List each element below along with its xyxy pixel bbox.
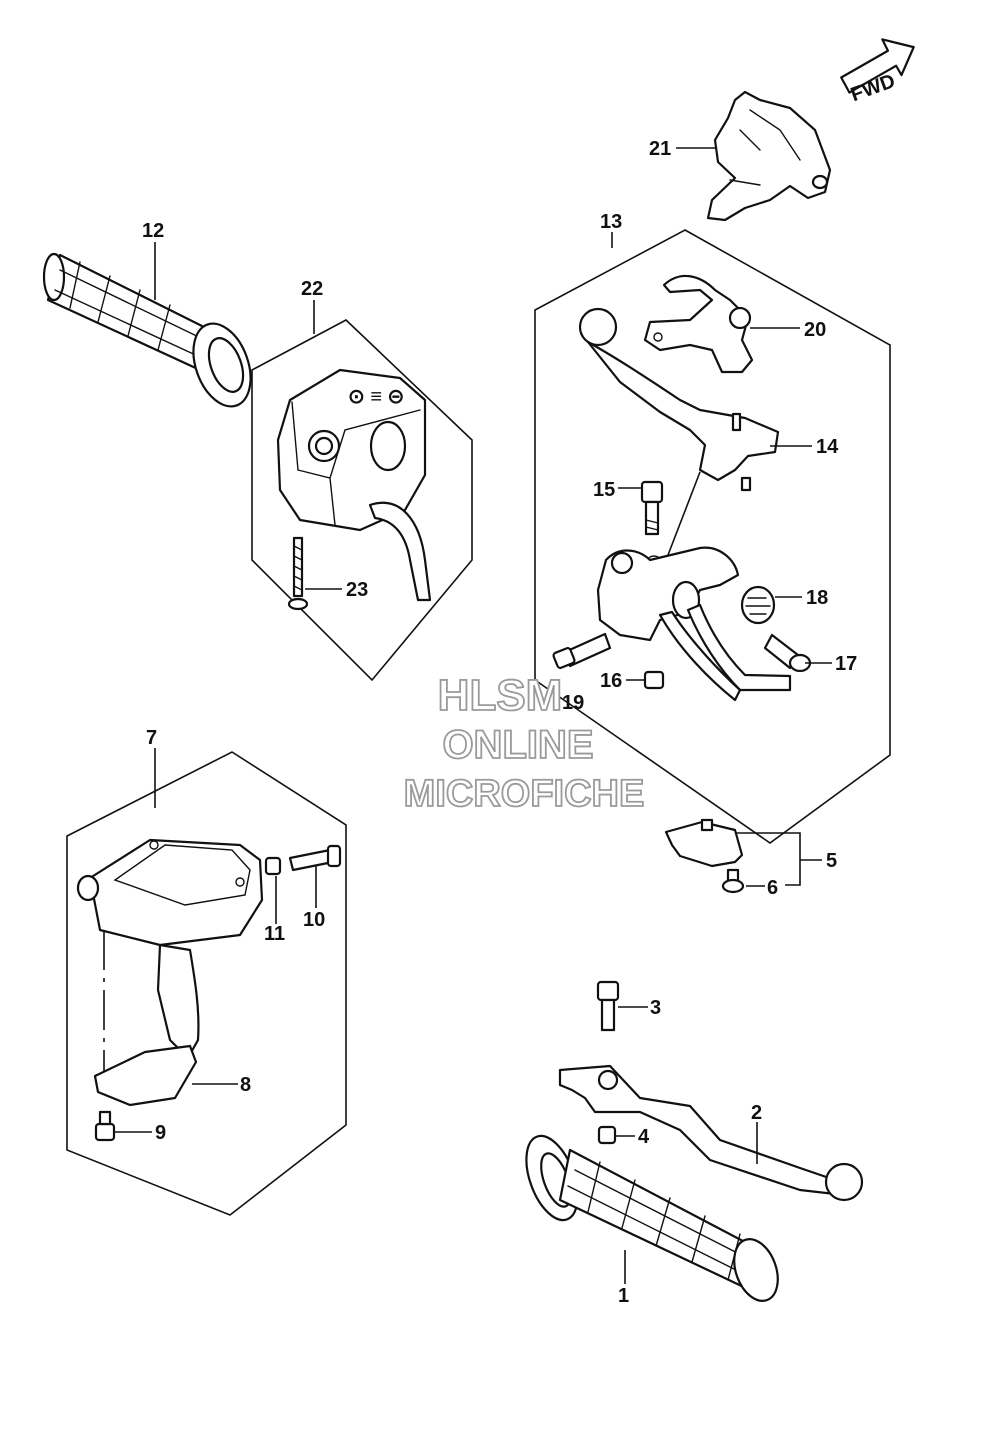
callout-15: 15: [593, 479, 615, 501]
callout-21: 21: [649, 138, 671, 160]
callout-12: 12: [142, 220, 164, 242]
part-20-bracket: [643, 274, 754, 374]
part-10-screw: [288, 844, 342, 872]
part-6-screw: [721, 868, 745, 894]
fwd-arrow-icon: FWD: [840, 38, 915, 106]
part-5-switch: [664, 818, 744, 868]
callout-20: 20: [804, 319, 826, 341]
part-7-throttle-housing: [76, 838, 264, 1060]
callout-10: 10: [303, 909, 325, 931]
svg-text:⊙ ≡ ⊝: ⊙ ≡ ⊝: [348, 386, 404, 408]
callout-6: 6: [767, 877, 778, 899]
callout-19: 19: [562, 692, 584, 714]
group-box-7: [66, 751, 347, 1216]
part-4-nut: [597, 1125, 617, 1145]
part-2-brake-lever: [558, 1064, 864, 1202]
part-23-screw: [287, 536, 309, 611]
callout-13: 13: [600, 211, 622, 233]
watermark-line-1: HLSM: [438, 671, 563, 720]
callout-11: 11: [264, 923, 285, 945]
part-14-clutch-lever: [578, 307, 780, 492]
part-19-screw: [552, 632, 612, 669]
callout-2: 2: [751, 1102, 762, 1124]
part-17-adjuster: [763, 633, 812, 673]
callout-1: 1: [618, 1285, 629, 1307]
callout-22: 22: [301, 278, 323, 300]
part-22-switch-assembly: ⊙ ≡ ⊝: [276, 368, 432, 602]
callout-9: 9: [155, 1122, 166, 1144]
part-1-right-grip: [525, 1134, 779, 1302]
callout-16: 16: [600, 670, 622, 692]
callout-23: 23: [346, 579, 368, 601]
callout-5: 5: [826, 850, 837, 872]
part-8-cover-plate: [93, 1044, 198, 1107]
part-12-left-grip: [42, 252, 252, 408]
part-15-pivot-bolt: [640, 480, 664, 536]
part-11-nut: [264, 856, 282, 876]
callout-17: 17: [835, 653, 857, 675]
callout-4: 4: [638, 1126, 650, 1148]
part-16-nut: [643, 670, 665, 690]
callout-3: 3: [650, 997, 661, 1019]
leader-lines: [114, 147, 832, 1284]
group-box-13: [534, 229, 891, 844]
callout-8: 8: [240, 1074, 251, 1096]
callout-7: 7: [146, 727, 157, 749]
part-21-switch-cover: [706, 90, 832, 222]
part-9-bolt: [94, 1110, 116, 1142]
watermark-line-2: ONLINE: [442, 723, 593, 767]
group-box-22: [251, 319, 473, 682]
callout-18: 18: [806, 587, 828, 609]
part-18-dial: [740, 585, 776, 625]
part-3-bolt: [596, 980, 620, 1032]
callout-14: 14: [816, 436, 839, 458]
watermark-line-3: MICROFICHE: [404, 773, 645, 815]
bracket-5: [735, 832, 801, 886]
part-lever-holder: [596, 546, 792, 702]
